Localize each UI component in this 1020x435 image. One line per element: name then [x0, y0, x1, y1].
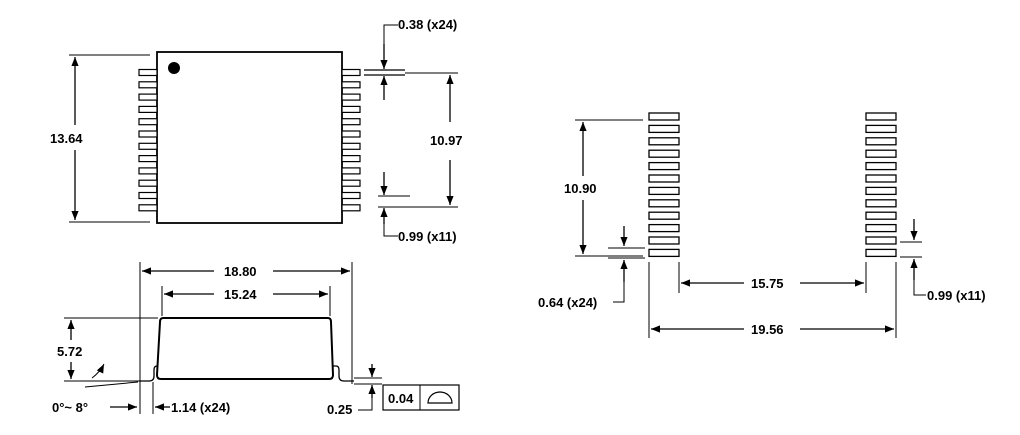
lead — [138, 130, 158, 138]
body-length-dimension: 15.24 — [161, 286, 331, 316]
pad — [648, 161, 680, 171]
pad — [648, 223, 680, 233]
lead — [138, 167, 158, 175]
foot-length-label: 1.14 (x24) — [171, 400, 230, 415]
pad — [865, 236, 897, 245]
lead — [341, 81, 361, 89]
lead-width-label: 0.38 (x24) — [398, 17, 457, 32]
pitch-dimension: 0.99 (x11) — [378, 172, 457, 244]
profile-of-surface-icon — [427, 391, 453, 404]
pad — [648, 174, 680, 183]
pad — [648, 112, 680, 121]
width-label: 13.64 — [50, 131, 83, 146]
lead — [341, 155, 361, 163]
pad — [648, 199, 680, 208]
outer-span-label: 19.56 — [751, 322, 784, 337]
pad — [648, 137, 680, 146]
lead — [341, 167, 361, 175]
lead — [138, 204, 158, 212]
package-body-side — [155, 317, 335, 380]
row-span-label: 10.90 — [564, 181, 597, 196]
lead — [341, 204, 361, 212]
overall-length-label: 18.80 — [224, 264, 257, 279]
lead — [138, 179, 158, 187]
pad — [648, 211, 680, 220]
angle-label: 0°~ 8° — [52, 400, 88, 415]
pad — [648, 124, 680, 134]
overall-length-dimension: 18.80 — [139, 262, 353, 414]
width-dimension: 13.64 — [50, 54, 150, 223]
package-body-top — [156, 51, 343, 224]
lead — [138, 142, 158, 150]
lead — [341, 142, 361, 150]
lead-thickness-label: 0.25 — [327, 402, 352, 417]
coplanarity-label: 0.04 — [388, 391, 414, 406]
lead — [341, 93, 361, 101]
inner-gap-dimension: 15.75 — [678, 262, 867, 293]
pitch-label: 0.99 (x11) — [398, 229, 457, 244]
lead — [341, 130, 361, 138]
lead — [138, 68, 158, 77]
lead — [341, 179, 361, 187]
top-view: 13.64 0.38 (x24) 10.97 0.99 (x11) — [50, 17, 463, 244]
lead — [138, 93, 158, 101]
lead — [341, 105, 361, 114]
inner-gap-label: 15.75 — [751, 276, 784, 291]
pad — [865, 199, 897, 208]
lead — [138, 191, 158, 200]
lead — [341, 191, 361, 200]
coplanarity-frame: 0.04 — [382, 384, 460, 411]
pad — [865, 248, 897, 258]
height-dimension: 5.72 — [57, 317, 158, 382]
footprint-pitch-label: 0.99 (x11) — [927, 288, 986, 303]
pad — [865, 174, 897, 183]
lead-thickness-dimension: 0.25 — [327, 364, 382, 417]
pad — [865, 161, 897, 171]
foot-length-dimension: 1.14 (x24) — [152, 382, 230, 415]
pad — [648, 248, 680, 258]
height-label: 5.72 — [57, 344, 82, 359]
pad — [648, 186, 680, 196]
pad — [865, 186, 897, 196]
left-pad-column — [648, 112, 680, 258]
pad-width-label: 0.64 (x24) — [538, 295, 597, 310]
lead — [138, 155, 158, 163]
right-leads — [341, 68, 361, 212]
footprint-pitch-dimension: 0.99 (x11) — [900, 219, 986, 303]
lead — [138, 118, 158, 126]
row-span-dimension: 10.90 — [564, 119, 643, 257]
pin1-dot — [168, 62, 180, 74]
pad — [648, 149, 680, 158]
body-length-label: 15.24 — [224, 287, 257, 302]
span-label: 10.97 — [430, 133, 463, 148]
pad — [648, 236, 680, 245]
left-leads — [138, 68, 158, 212]
lead — [341, 68, 361, 77]
pad — [865, 112, 897, 121]
pad-width-dimension: 0.64 (x24) — [538, 226, 645, 310]
pad — [865, 211, 897, 220]
span-dimension: 10.97 — [378, 72, 463, 208]
outer-span-dimension: 19.56 — [648, 262, 897, 338]
lead-width-dimension: 0.38 (x24) — [364, 17, 457, 100]
right-gull-wing-lead — [330, 365, 354, 382]
right-pad-column — [865, 112, 897, 258]
pad — [865, 137, 897, 146]
pad — [865, 149, 897, 158]
lead — [138, 81, 158, 89]
lead — [341, 118, 361, 126]
footprint-view: 10.90 0.64 (x24) 15.75 0.99 (x11) — [538, 112, 986, 338]
lead — [138, 105, 158, 114]
left-gull-wing-lead — [139, 365, 162, 382]
side-view: 18.80 15.24 5.72 0°~ 8° — [52, 262, 460, 417]
pad — [865, 223, 897, 233]
pad — [865, 124, 897, 134]
angle-dimension: 0°~ 8° — [52, 363, 139, 415]
